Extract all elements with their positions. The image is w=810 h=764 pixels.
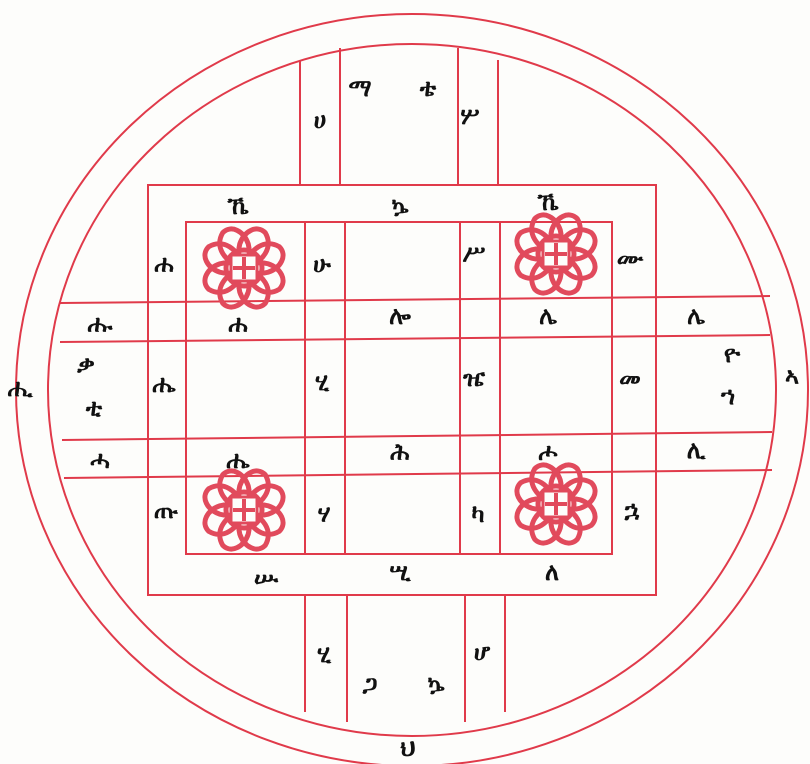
- glyph-mid-left-side: ሔ: [152, 370, 176, 398]
- outer-rings: [16, 14, 808, 764]
- glyph-far-right-2: ኀ: [720, 382, 735, 410]
- glyph-top-col-right: ሦ: [460, 102, 479, 130]
- glyph-far-left-1: ቃ: [76, 350, 95, 378]
- glyph-lower-right-side: ኋ: [624, 496, 640, 524]
- glyph-upper-right-top: ኼ: [536, 188, 559, 216]
- glyph-row1-left: ሐ: [228, 310, 247, 338]
- glyph-top-col-left: ሀ: [314, 106, 327, 134]
- knot-icon-bottom-left: [200, 466, 289, 555]
- glyph-center-right: ዤ: [462, 364, 486, 392]
- glyph-upper-left-top: ኼ: [226, 192, 249, 220]
- glyph-row2-mid: ሕ: [390, 438, 410, 466]
- glyph-upper-left-side: ሐ: [154, 250, 173, 278]
- glyph-upper-right-side: ሙ: [617, 244, 644, 272]
- glyph-bottom-col-left: ሂ: [317, 640, 332, 668]
- glyph-row2-far-left: ሓ: [90, 446, 110, 474]
- knot-ornaments: [200, 210, 601, 555]
- glyph-lower-mid-right: ካ: [471, 500, 484, 528]
- glyph-row2-far-right: ሊ: [687, 436, 707, 464]
- glyph-top-mid-2: ቴ: [419, 74, 437, 102]
- glyph-mid-right-side: መ: [619, 364, 641, 392]
- glyph-row2-left: ሔ: [226, 446, 250, 474]
- glyph-far-left-2: ቲ: [85, 394, 103, 422]
- glyph-row2-right: ሖ: [538, 438, 557, 466]
- glyph-lower-right-bottom: ለ: [545, 558, 559, 586]
- glyph-outer-right: ኣ: [785, 362, 799, 390]
- glyph-outer-bottom: ህ: [400, 734, 415, 762]
- glyph-bottom-col-right: ሆ: [474, 638, 491, 666]
- glyph-row1-mid: ሎ: [389, 302, 411, 330]
- glyph-bottom-mid-2: ኴ: [427, 670, 445, 698]
- knot-icon-top-left: [200, 224, 289, 313]
- glyph-row1-right: ሌ: [539, 302, 557, 330]
- glyph-lower-left-side: ጡ: [154, 496, 179, 524]
- glyph-upper-mid-top: ኴ: [391, 192, 409, 220]
- glyph-row1-far-left: ሑ: [88, 310, 114, 338]
- glyph-top-mid-1: ማ: [348, 74, 371, 102]
- glyph-lower-mid-bottom: ሢ: [389, 558, 411, 586]
- glyph-upper-mid-right: ሥ: [463, 240, 486, 268]
- glyph-center-left: ሂ: [315, 368, 330, 396]
- glyph-row1-far-right: ሌ: [687, 302, 705, 330]
- outer-ring: [16, 14, 808, 764]
- glyph-lower-left-bottom: ሡ: [254, 564, 279, 592]
- glyph-outer-left: ሒ: [8, 374, 35, 402]
- glyph-bottom-mid-1: ጋ: [362, 670, 378, 698]
- glyph-upper-mid-left: ሁ: [313, 250, 331, 278]
- glyph-lower-mid-left: ሃ: [318, 500, 331, 528]
- glyph-far-right-1: ዮ: [724, 340, 741, 368]
- glyph-labels: ሀ ማ ቴ ሦ ኼ ኴ ኼ ሐ ሁ ሥ ሙ ሑ ሐ ሎ ሌ ሌ ሒ ቃ ቲ ሔ …: [8, 74, 799, 762]
